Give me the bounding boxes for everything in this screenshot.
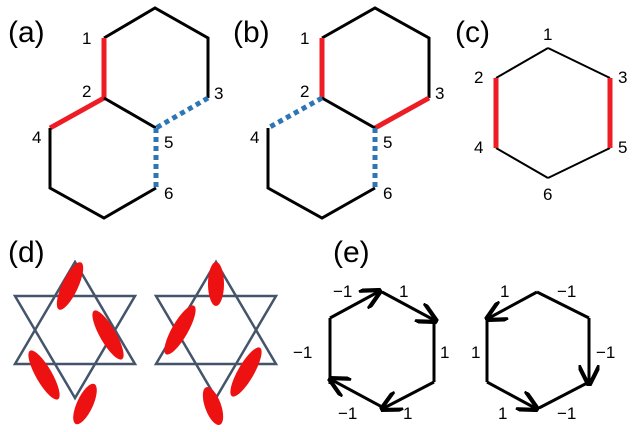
- panel-label-c: (c): [455, 16, 490, 49]
- vertex-b-5: 5: [383, 133, 392, 152]
- arrow-edge: [332, 380, 385, 410]
- edge-a-2-5: [103, 96, 157, 130]
- flux-hexagon-left: [330, 292, 434, 408]
- edge-label: 1: [500, 282, 509, 301]
- dimer-ellipse: [56, 262, 84, 310]
- hexagon-b-bottom: [266, 128, 376, 220]
- vertex-c-1: 1: [543, 25, 552, 44]
- panel-b: (b) 1 2 3 4 5 6: [233, 6, 444, 220]
- edge-b-2-4-dashed: [266, 95, 324, 131]
- edge-label: −1: [557, 282, 576, 301]
- edge-label: 1: [399, 282, 408, 301]
- vertex-a-6: 6: [164, 184, 173, 203]
- edge-label: 1: [498, 404, 507, 423]
- edge-label: −1: [557, 404, 576, 423]
- dimer-ellipse: [73, 383, 97, 425]
- edge-label: −1: [338, 404, 357, 423]
- kagome-star-left: [12, 259, 138, 425]
- panel-a: (a) 1 2 3 4 5 6: [8, 6, 223, 220]
- edge-a-3-5-dashed: [154, 95, 210, 131]
- vertex-c-6: 6: [543, 185, 552, 204]
- panel-label-e: (e): [333, 236, 370, 269]
- vertex-c-2: 2: [474, 68, 483, 87]
- edge-c-5-6: [547, 147, 611, 179]
- panel-c: (c) 1 2 3 4 5 6: [455, 16, 627, 204]
- dimer-ellipse: [164, 305, 196, 355]
- edge-label: 1: [471, 343, 480, 362]
- arrow-edge: [538, 380, 590, 410]
- vertex-b-4: 4: [250, 128, 259, 147]
- arrow-edge: [489, 290, 538, 318]
- dimer-ellipse: [230, 347, 262, 397]
- star-left-down-triangle: [12, 294, 138, 401]
- dimer-ellipse: [92, 310, 124, 360]
- edge-label: −1: [333, 282, 352, 301]
- kagome-star-right: [153, 259, 279, 425]
- arrow-edge: [329, 292, 378, 320]
- vertex-a-1: 1: [82, 29, 91, 48]
- edge-c-4-6: [495, 147, 549, 179]
- vertex-b-3: 3: [435, 84, 444, 103]
- vertex-a-4: 4: [32, 128, 41, 147]
- panel-label-a: (a): [8, 16, 45, 49]
- arrow-edge: [486, 380, 535, 408]
- panel-label-d: (d): [8, 236, 45, 269]
- arrow-edge: [381, 290, 434, 320]
- flux-hexagon-right: [486, 290, 590, 410]
- panel-label-b: (b): [233, 16, 270, 49]
- dimer-ellipse: [208, 262, 224, 306]
- panel-e: (e) −1 1 1 1 −1 −1 1 −1 −1 −1 1 1: [293, 236, 615, 423]
- hexagon-a-top: [103, 6, 210, 98]
- vertex-a-2: 2: [82, 82, 91, 101]
- hexagon-a-bottom: [48, 128, 157, 220]
- edge-label: −1: [596, 343, 615, 362]
- edge-c-1-2: [495, 47, 549, 79]
- dimer-ellipse: [202, 387, 224, 425]
- arrow-edge: [536, 290, 590, 320]
- vertex-c-4: 4: [474, 138, 483, 157]
- hexagon-b-top: [321, 6, 431, 98]
- edge-label: 1: [440, 343, 449, 362]
- vertex-b-1: 1: [300, 29, 309, 48]
- edge-a-2-4: [48, 95, 106, 131]
- edge-b-2-5: [321, 96, 376, 130]
- edge-label: 1: [403, 404, 412, 423]
- edge-c-1-3: [547, 47, 611, 79]
- edge-b-3-5: [373, 95, 431, 131]
- dimer-ellipse: [28, 350, 60, 400]
- arrow-edge: [384, 380, 435, 408]
- vertex-c-3: 3: [618, 68, 627, 87]
- vertex-a-5: 5: [164, 133, 173, 152]
- vertex-a-3: 3: [214, 84, 223, 103]
- vertex-b-6: 6: [383, 184, 392, 203]
- star-left-up-triangle: [12, 259, 138, 366]
- vertex-c-5: 5: [618, 138, 627, 157]
- edge-label: −1: [293, 343, 312, 362]
- panel-d: (d): [8, 236, 279, 425]
- vertex-b-2: 2: [300, 82, 309, 101]
